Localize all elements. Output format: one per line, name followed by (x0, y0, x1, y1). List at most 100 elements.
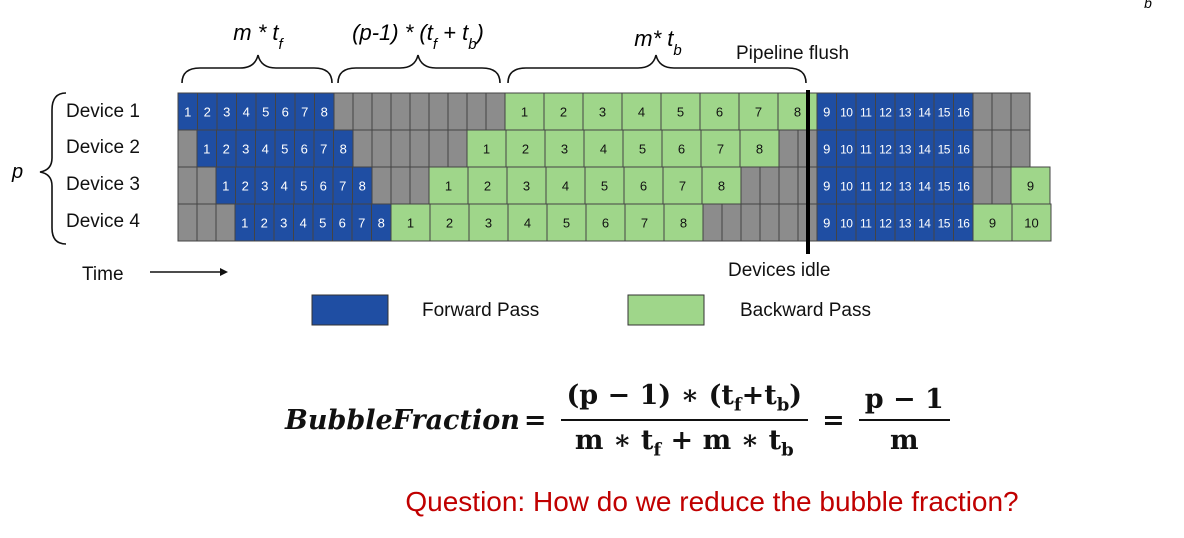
forward-cell-label: 7 (320, 142, 327, 157)
backward-cell-label: 4 (638, 105, 645, 120)
backward-cell-label: 2 (446, 216, 453, 231)
backward-cell-label: 8 (794, 105, 801, 120)
forward-cell-label: 9 (823, 142, 830, 157)
bubble-fraction-formula: BubbleFraction = (p − 1) ∗ (tf+tb) m ∗ t… (285, 372, 960, 468)
backward-cell-label: 5 (677, 105, 684, 120)
device-label: Device 4 (66, 211, 140, 232)
time-label: Time (82, 264, 124, 285)
backward-cell (429, 203, 470, 242)
idle-cell (352, 129, 373, 168)
corner-mark: b (1144, 0, 1152, 11)
idle-cell (409, 92, 430, 131)
idle-cell (409, 166, 430, 205)
backward-cell-label: 5 (639, 142, 646, 157)
backward-cell (505, 129, 546, 168)
legend-forward-swatch (311, 294, 389, 326)
formula-denominator-2: m (889, 425, 919, 456)
formula-fraction-2: p − 1 m (858, 384, 950, 456)
forward-cell-label: 12 (879, 180, 892, 194)
idle-cell (333, 92, 354, 131)
backward-cell-label: 6 (716, 105, 723, 120)
idle-cell (721, 203, 742, 242)
idle-cell (177, 129, 198, 168)
question-text: Question: How do we reduce the bubble fr… (405, 486, 1019, 517)
formula-equals: = (822, 404, 845, 436)
backward-cell (1011, 203, 1052, 242)
idle-cell (371, 92, 392, 131)
forward-cell-label: 10 (840, 217, 853, 231)
forward-cell-label: 4 (243, 105, 250, 120)
idle-cell (466, 92, 487, 131)
backward-cell-label: 7 (679, 179, 686, 194)
backward-cell-label: 5 (563, 216, 570, 231)
idle-cell (702, 203, 723, 242)
idle-cell (177, 203, 198, 242)
forward-cell-label: 14 (918, 217, 931, 231)
forward-cell-label: 6 (339, 216, 346, 231)
backward-cell-label: 7 (755, 105, 762, 120)
backward-cell-label: 2 (484, 179, 491, 194)
forward-cell-label: 15 (938, 143, 951, 157)
forward-cell-label: 14 (918, 106, 931, 120)
idle-cell (428, 92, 449, 131)
idle-cell (409, 129, 430, 168)
legend-forward-label: Forward Pass (422, 300, 539, 321)
device-label: Device 3 (66, 174, 140, 195)
backward-cell-label: 9 (1027, 179, 1034, 194)
device-brace (39, 92, 67, 245)
forward-cell-label: 14 (918, 143, 931, 157)
forward-cell-label: 16 (957, 106, 970, 120)
forward-cell-label: 5 (281, 142, 288, 157)
backward-cell-label: 8 (718, 179, 725, 194)
forward-cell-label: 3 (242, 142, 249, 157)
idle-cell (371, 166, 392, 205)
forward-cell-label: 7 (301, 105, 308, 120)
idle-cell (371, 129, 392, 168)
backward-cell (972, 203, 1013, 242)
backward-cell-label: 1 (407, 216, 414, 231)
idle-cell (447, 92, 468, 131)
forward-cell-label: 2 (204, 105, 211, 120)
formula-numerator-1: (p − 1) ∗ (tf+tb) (560, 380, 809, 421)
idle-cell (972, 92, 993, 131)
idle-cell (428, 129, 449, 168)
idle-cell (740, 203, 761, 242)
forward-cell-label: 9 (823, 179, 830, 194)
device-label: Device 2 (66, 137, 140, 158)
backward-cell-label: 6 (640, 179, 647, 194)
backward-cell-label: 4 (600, 142, 607, 157)
formula-equals: = (523, 404, 547, 436)
idle-cell (778, 129, 799, 168)
forward-cell-label: 10 (840, 106, 853, 120)
bubble-span-annotation: (p-1) * (tf + tb) (352, 20, 484, 53)
time-arrowhead (220, 268, 228, 276)
idle-cell (1010, 92, 1031, 131)
forward-cell-label: 4 (262, 142, 269, 157)
forward-cell-label: 16 (957, 217, 970, 231)
forward-cell-label: 15 (938, 180, 951, 194)
forward-cell-label: 3 (280, 216, 287, 231)
device-label: Device 1 (66, 101, 140, 122)
formula-denominator-1: m ∗ tf + m ∗ tb (574, 425, 794, 461)
backward-cell-label: 10 (1024, 216, 1038, 231)
backward-cell (544, 129, 585, 168)
idle-cell (177, 166, 198, 205)
forward-cell-label: 2 (223, 142, 230, 157)
backward-cell-label: 2 (522, 142, 529, 157)
forward-cell-label: 2 (261, 216, 268, 231)
forward-cell-label: 12 (879, 106, 892, 120)
forward-cell-label: 2 (242, 179, 249, 194)
forward-cell-label: 4 (300, 216, 307, 231)
backward-cell-label: 3 (599, 105, 606, 120)
legend-backward-label: Backward Pass (740, 300, 871, 321)
bubble-brace (337, 54, 501, 84)
forward-cell-label: 1 (184, 105, 191, 120)
forward-cell-label: 13 (899, 180, 912, 194)
forward-cell-label: 5 (319, 216, 326, 231)
backward-cell (699, 92, 740, 131)
forward-cell-label: 13 (899, 217, 912, 231)
backward-cell (545, 166, 586, 205)
forward-cell-label: 6 (320, 179, 327, 194)
forward-cell-label: 1 (222, 179, 229, 194)
forward-cell-label: 6 (301, 142, 308, 157)
